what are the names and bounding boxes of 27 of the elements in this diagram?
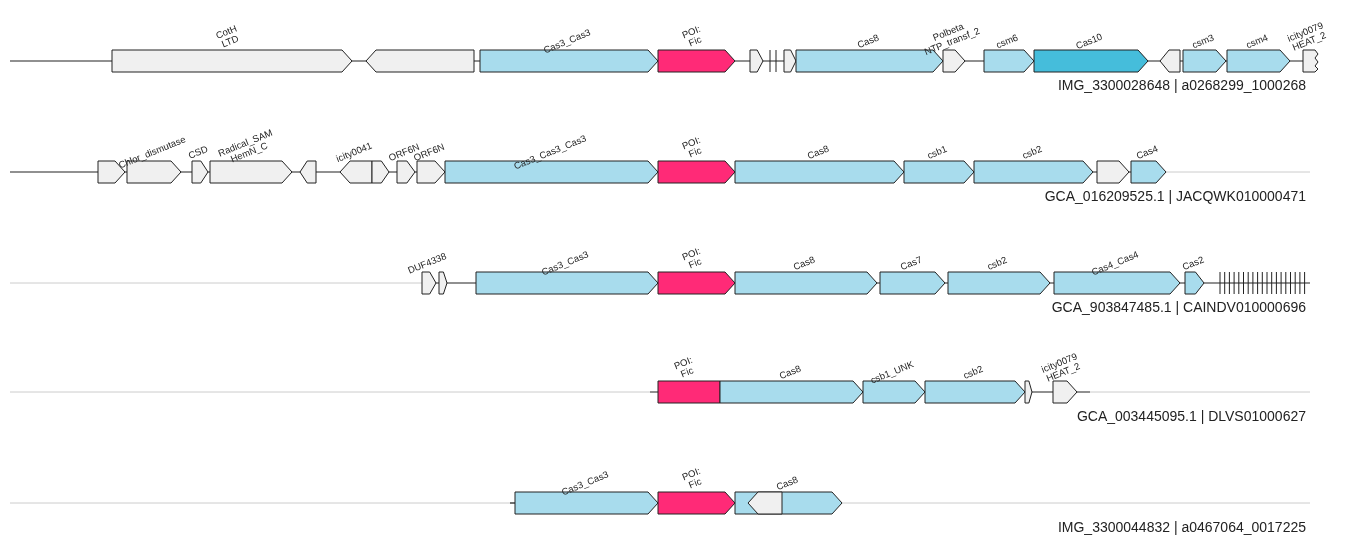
- gene-label: csb2: [985, 254, 1009, 272]
- gene-label: csb2: [961, 363, 985, 381]
- gene-label: csb1: [925, 143, 949, 161]
- gene-label: Cas8: [791, 254, 817, 273]
- gene-label: Fic: [686, 145, 703, 160]
- gene-label: Cas4: [1134, 143, 1159, 162]
- gene-label: Fic: [679, 365, 695, 380]
- gene-label: Cas8: [855, 32, 880, 51]
- gene-label: Fic: [686, 34, 703, 49]
- gene-label: CSD: [186, 143, 210, 161]
- gene-label: csm6: [994, 32, 1020, 51]
- contig-id-label: GCA_903847485.1 | CAINDV010000696: [1051, 299, 1306, 315]
- gene-label: Fic: [686, 476, 703, 491]
- gene-label: Cas8: [777, 363, 802, 382]
- gene-label: csm4: [1244, 32, 1269, 51]
- gene-label: Fic: [686, 256, 703, 271]
- gene-label: Cas10: [1074, 31, 1104, 52]
- contig-id-label: GCA_003445095.1 | DLVS01000627: [1076, 408, 1306, 424]
- contig-id-label: IMG_3300044832 | a0467064_0017225: [1057, 519, 1306, 535]
- gene-label: csb2: [1020, 143, 1043, 161]
- contig-id-label: GCA_016209525.1 | JACQWK010000471: [1044, 188, 1306, 204]
- gene-label: Cas7: [898, 254, 923, 273]
- gene-label: Cas2: [1180, 254, 1205, 273]
- gene-label: csm3: [1190, 32, 1215, 51]
- gene-label: Cas8: [805, 143, 830, 162]
- contig-id-label: IMG_3300028648 | a0268299_1000268: [1057, 77, 1306, 93]
- gene-label: Cas8: [774, 474, 799, 493]
